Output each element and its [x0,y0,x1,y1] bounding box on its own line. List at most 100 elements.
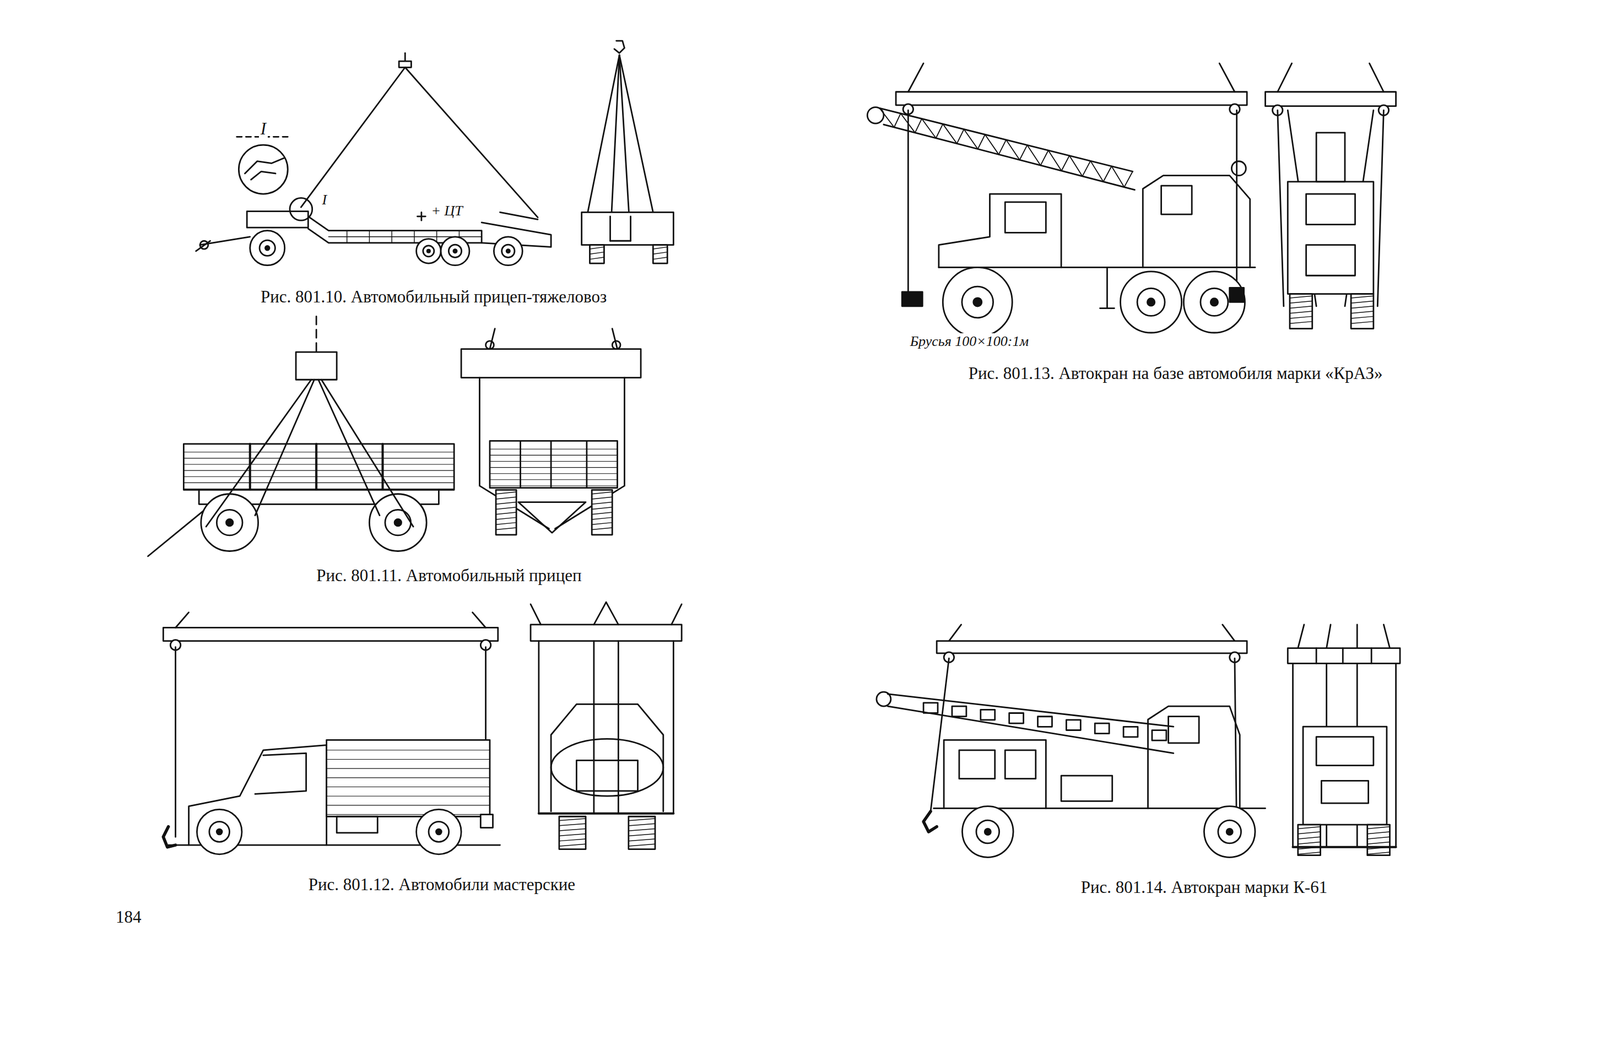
wheel-disc [216,509,243,536]
wheel-disc [976,820,1000,844]
truck-cab [938,193,1062,268]
tyre [589,245,604,264]
detail-hook [251,171,276,180]
sling [1277,110,1284,307]
boom-lacing [1082,160,1091,177]
centre-of-gravity-label: + ЦТ [429,202,465,220]
tread [591,517,613,520]
boom-lacing [998,139,1007,155]
boom-lacing [1123,171,1133,187]
trailer-body [489,440,618,488]
wheel-hub [1226,828,1233,835]
wheel-disc [1137,288,1165,316]
tread [1298,836,1321,840]
boom-lacing [894,113,901,128]
tread [559,844,586,847]
tread [652,252,668,255]
wheel-disc [423,245,435,257]
drawing-group [148,40,1400,858]
tread [628,844,656,847]
bumper-arc [550,738,664,797]
board-line [489,449,618,450]
boom-lacing [921,119,937,139]
tread [589,252,604,255]
cg-mark [420,212,423,221]
tread [495,522,517,526]
sling [907,110,910,299]
boom-chord [887,694,1174,727]
body-post [586,440,588,488]
tread [495,517,517,520]
sling [174,647,177,838]
tyre [628,816,656,850]
boom-window [1123,726,1138,738]
board-line [489,479,618,480]
tread [495,507,517,510]
tread [1350,295,1374,299]
sling [404,67,538,218]
tread [1367,836,1391,840]
crane-cab [1142,175,1250,268]
boom-lacing [879,107,894,128]
detail-mark: I [258,119,268,139]
boom-lacing [977,134,986,149]
tread [1298,826,1321,830]
board-line [326,777,490,778]
tread [628,823,656,826]
sling [318,379,380,516]
tread [591,496,613,500]
sling [1383,624,1390,649]
sling [606,602,619,625]
truck-front [550,704,664,812]
board-line [183,470,454,472]
spreader-beam [461,349,641,378]
beam-pulley [1229,104,1241,115]
boom-window [980,709,996,721]
sling [1219,63,1235,93]
boom-lacing [1061,155,1070,171]
drawbar-triangle [518,502,586,534]
wheel [250,230,285,266]
boom-lacing [1040,150,1049,166]
boom-chord [879,107,1133,172]
board-line [326,786,490,788]
sling [1369,63,1384,93]
board-line [326,749,490,751]
boom-lacing [1103,166,1112,182]
sling [593,602,607,625]
radiator-grille [576,760,638,792]
tread [628,839,656,842]
sling [537,641,540,814]
tread [1367,842,1391,845]
sling [587,55,620,213]
wheel-disc [259,240,275,256]
boom-end [1316,132,1345,182]
tread [1289,316,1313,319]
tread [1298,852,1321,855]
tread [1289,311,1313,314]
sling [472,612,486,629]
boom-lacing [1019,144,1028,160]
tread [591,527,613,531]
boom-lacing [1026,144,1041,166]
cab-window [255,753,307,794]
beam-pulley [485,341,495,350]
cab-window [959,750,996,780]
tread [1367,826,1391,830]
tread [1298,831,1321,835]
board-line [183,457,454,459]
tread [591,502,613,505]
sling [255,379,315,516]
boom-lacing [985,134,999,155]
boom-lacing [1069,155,1083,177]
tyre [652,245,668,264]
frame-rib [369,230,370,243]
tread [495,527,517,531]
board-line [326,814,490,815]
boom-lacing [915,119,922,133]
wheel-disc [385,509,412,536]
wheel [416,809,462,855]
tread [591,512,613,515]
beam-joint [1342,648,1344,664]
wheel [416,239,441,264]
